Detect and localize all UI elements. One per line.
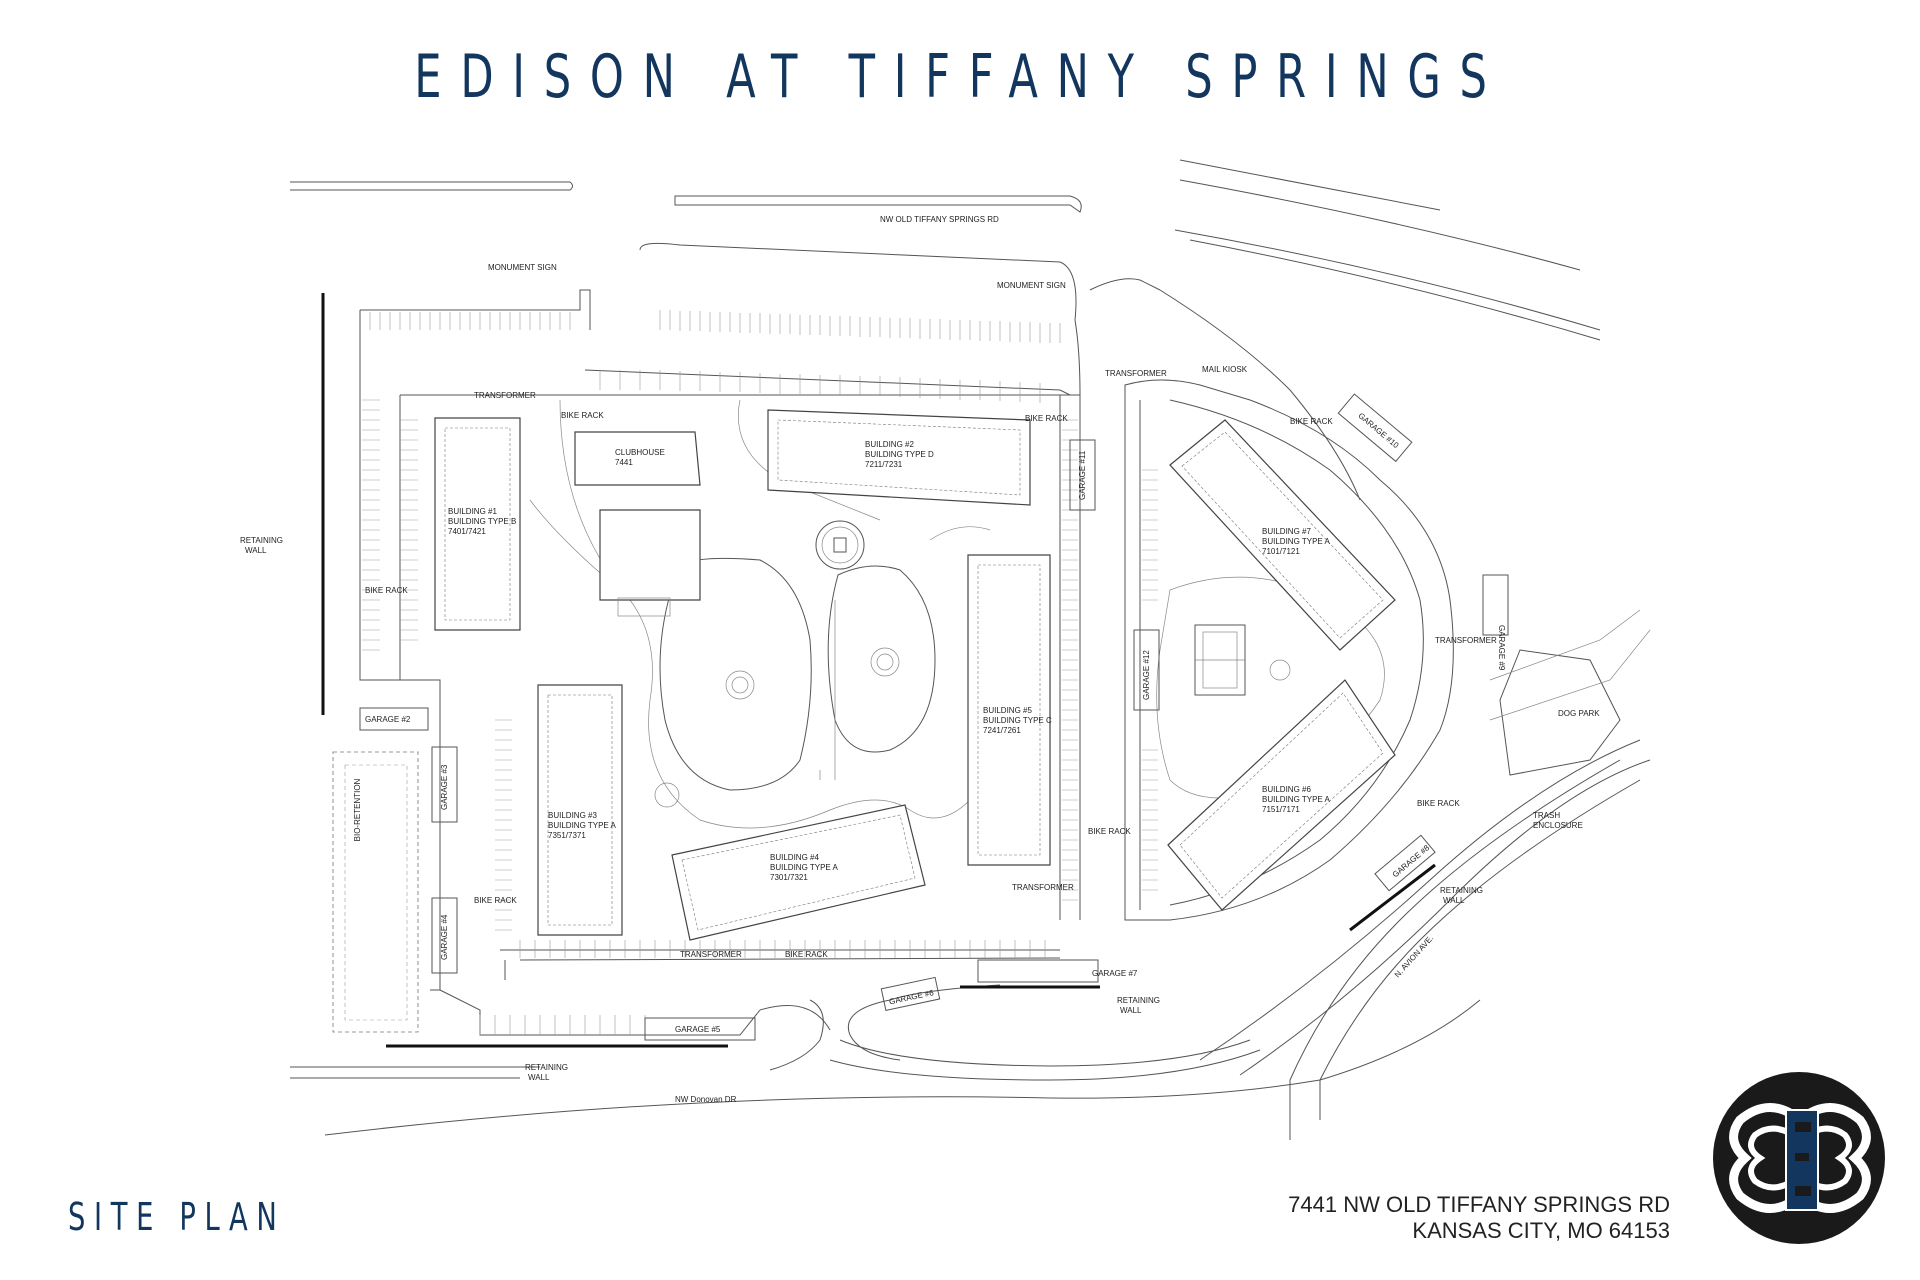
bike-rack-label-1: BIKE RACK: [561, 411, 604, 420]
garage-9-label: GARAGE #9: [1497, 625, 1506, 671]
edison-logo: [1713, 1072, 1885, 1244]
transformer-label-2: TRANSFORMER: [1105, 369, 1167, 378]
monument-sign-label-1: MONUMENT SIGN: [488, 263, 557, 272]
site-plan-caption: SITE PLAN: [68, 1195, 286, 1239]
clubhouse-label: CLUBHOUSE 7441: [615, 448, 665, 467]
clubhouse-footprint: [574, 431, 701, 617]
road-label-east: N. AVION AVE.: [1393, 934, 1435, 980]
svg-text:BUILDING #6: BUILDING #6: [1262, 785, 1311, 794]
building-4-footprint: [671, 804, 926, 941]
bike-rack-label-3: BIKE RACK: [1290, 417, 1333, 426]
svg-text:BUILDING #1: BUILDING #1: [448, 507, 497, 516]
retaining-wall-label-2: WALL: [528, 1073, 550, 1082]
svg-text:7151/7171: 7151/7171: [1262, 805, 1300, 814]
trash-label: TRASH: [1533, 811, 1560, 820]
svg-text:BUILDING TYPE D: BUILDING TYPE D: [865, 450, 934, 459]
building-7-label: BUILDING #7 BUILDING TYPE A 7101/7121: [1262, 527, 1331, 556]
dog-park-label: DOG PARK: [1558, 709, 1600, 718]
address-line-1: 7441 NW OLD TIFFANY SPRINGS RD: [1288, 1192, 1670, 1217]
building-3-label: BUILDING #3 BUILDING TYPE A 7351/7371: [548, 811, 617, 840]
transformer-label-3: TRANSFORMER: [1012, 883, 1074, 892]
retaining-wall-label-1: WALL: [245, 546, 267, 555]
building-7-footprint: [1169, 419, 1396, 651]
svg-text:7441: 7441: [615, 458, 633, 467]
garage-4-label: GARAGE #4: [440, 914, 449, 960]
retaining-label-2: RETAINING: [525, 1063, 568, 1072]
transformer-label-5: TRANSFORMER: [1435, 636, 1497, 645]
building-5-label: BUILDING #5 BUILDING TYPE C 7241/7261: [983, 706, 1052, 735]
address-block: 7441 NW OLD TIFFANY SPRINGS RD KANSAS CI…: [1288, 1192, 1670, 1244]
road-south: [290, 739, 1651, 1140]
monument-sign-label-2: MONUMENT SIGN: [997, 281, 1066, 290]
garage-11-label: GARAGE #11: [1078, 450, 1087, 500]
trash-enclosure-label: ENCLOSURE: [1533, 821, 1583, 830]
building-3-footprint: [537, 684, 623, 936]
bike-rack-label-6: BIKE RACK: [1088, 827, 1131, 836]
retaining-label-1: RETAINING: [240, 536, 283, 545]
svg-text:BUILDING TYPE A: BUILDING TYPE A: [1262, 795, 1331, 804]
building-6-label: BUILDING #6 BUILDING TYPE A 7151/7171: [1262, 785, 1331, 814]
svg-text:BUILDING TYPE A: BUILDING TYPE A: [770, 863, 839, 872]
retaining-label-3: RETAINING: [1117, 996, 1160, 1005]
east-parcel: [1089, 278, 1651, 921]
svg-text:7401/7421: 7401/7421: [448, 527, 486, 536]
svg-text:BUILDING TYPE B: BUILDING TYPE B: [448, 517, 516, 526]
garage-12-label: GARAGE #12: [1142, 650, 1151, 700]
garage-2-label: GARAGE #2: [365, 715, 411, 724]
transformer-label-4: TRANSFORMER: [680, 950, 742, 959]
building-5-footprint: [967, 554, 1051, 866]
retaining-wall-label-3: WALL: [1120, 1006, 1142, 1015]
svg-text:BUILDING TYPE C: BUILDING TYPE C: [983, 716, 1052, 725]
svg-text:BUILDING TYPE A: BUILDING TYPE A: [548, 821, 617, 830]
svg-text:BUILDING TYPE A: BUILDING TYPE A: [1262, 537, 1331, 546]
retaining-walls: [321, 293, 1436, 1048]
bike-rack-label-2: BIKE RACK: [1025, 414, 1068, 423]
svg-text:CLUBHOUSE: CLUBHOUSE: [615, 448, 665, 457]
bike-rack-label-8: BIKE RACK: [1417, 799, 1460, 808]
svg-text:7301/7321: 7301/7321: [770, 873, 808, 882]
address-line-2: KANSAS CITY, MO 64153: [1412, 1218, 1670, 1243]
parking-ring: [359, 242, 1081, 1036]
transformer-label-1: TRANSFORMER: [474, 391, 536, 400]
building-4-label: BUILDING #4 BUILDING TYPE A 7301/7321: [770, 853, 839, 882]
bio-retention: [332, 751, 419, 1033]
bike-rack-label-7: BIKE RACK: [785, 950, 828, 959]
garages: [359, 393, 1509, 1041]
bike-rack-label-5: BIKE RACK: [474, 896, 517, 905]
svg-text:7101/7121: 7101/7121: [1262, 547, 1300, 556]
road-label-north: NW OLD TIFFANY SPRINGS RD: [880, 215, 999, 224]
svg-text:7211/7231: 7211/7231: [865, 460, 903, 469]
road-north: [290, 159, 1601, 341]
svg-text:BUILDING #3: BUILDING #3: [548, 811, 597, 820]
svg-text:BUILDING #4: BUILDING #4: [770, 853, 819, 862]
building-1-footprint: [434, 417, 521, 631]
garage-6-label: GARAGE #6: [888, 988, 935, 1006]
page-title: EDISON AT TIFFANY SPRINGS: [414, 42, 1506, 112]
svg-text:7351/7371: 7351/7371: [548, 831, 586, 840]
building-2-footprint: [767, 409, 1031, 506]
garage-5-label: GARAGE #5: [675, 1025, 721, 1034]
garage-7-label: GARAGE #7: [1092, 969, 1138, 978]
road-label-south: NW Donovan DR: [675, 1095, 737, 1104]
building-2-label: BUILDING #2 BUILDING TYPE D 7211/7231: [865, 440, 934, 469]
building-6-footprint: [1167, 679, 1396, 911]
retaining-label-4: RETAINING: [1440, 886, 1483, 895]
retaining-wall-label-4: WALL: [1443, 896, 1465, 905]
bio-retention-label: BIO-RETENTION: [353, 778, 362, 841]
building-1-label: BUILDING #1 BUILDING TYPE B 7401/7421: [448, 507, 516, 536]
svg-text:BUILDING #5: BUILDING #5: [983, 706, 1032, 715]
svg-text:BUILDING #2: BUILDING #2: [865, 440, 914, 449]
svg-text:BUILDING #7: BUILDING #7: [1262, 527, 1311, 536]
svg-text:7241/7261: 7241/7261: [983, 726, 1021, 735]
garage-3-label: GARAGE #3: [440, 764, 449, 810]
east-fountain: [1269, 659, 1291, 681]
mail-kiosk-label: MAIL KIOSK: [1202, 365, 1248, 374]
bike-rack-label-4: BIKE RACK: [365, 586, 408, 595]
garage-10-label: GARAGE #10: [1356, 411, 1400, 450]
